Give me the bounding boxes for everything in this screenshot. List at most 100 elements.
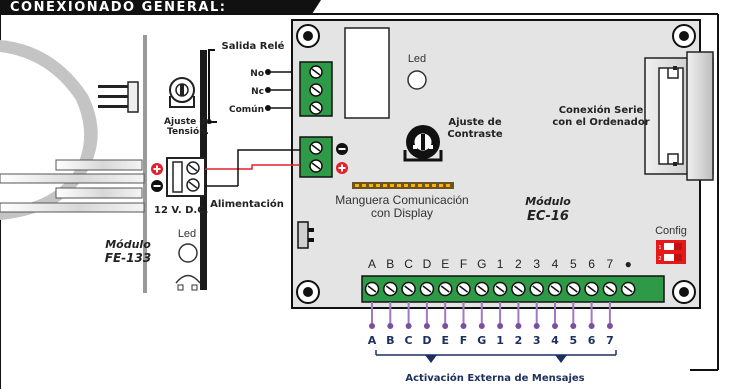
ribbon-label-1: Manguera Comunicación bbox=[335, 193, 468, 207]
terminal-screw-slot bbox=[459, 285, 468, 293]
terminal-label-9: 2 bbox=[515, 257, 522, 271]
terminal-screw-slot bbox=[568, 285, 578, 293]
terminal-label-3: C bbox=[404, 257, 413, 271]
power-label: Alimentación bbox=[210, 198, 284, 210]
ribbon-pin bbox=[376, 184, 380, 187]
ec16-title-1: Módulo bbox=[525, 195, 571, 208]
external-wire-end bbox=[533, 323, 540, 329]
message-terminal-block bbox=[361, 275, 665, 303]
terminal-label-11: 4 bbox=[552, 257, 559, 271]
terminal-screw-slot bbox=[605, 285, 615, 293]
external-wire-end bbox=[478, 323, 485, 329]
ribbon-pin bbox=[418, 184, 422, 187]
external-wire-end bbox=[442, 323, 449, 329]
config-switch[interactable]: 1 2 bbox=[656, 240, 686, 264]
external-wire-end bbox=[552, 323, 558, 329]
terminal-screw-slot bbox=[404, 285, 414, 293]
terminal-screw-slot bbox=[385, 285, 395, 293]
relay-terminal-block bbox=[299, 61, 333, 117]
external-wire-end bbox=[405, 323, 412, 329]
ribbon-pin bbox=[397, 184, 401, 187]
fe133-title-1: Módulo bbox=[105, 238, 151, 251]
activation-label: Activación Externa de Mensajes bbox=[405, 372, 584, 384]
external-label-C: C bbox=[405, 334, 413, 347]
relay-bracket: Salida Relé bbox=[208, 40, 285, 123]
ribbon-pin bbox=[390, 184, 394, 187]
external-label-F: F bbox=[460, 334, 468, 347]
terminal-label-13: 6 bbox=[588, 257, 595, 271]
external-label-5: 5 bbox=[569, 334, 577, 347]
terminal-label-12: 5 bbox=[570, 257, 577, 271]
board-power-terminal bbox=[299, 136, 333, 178]
ec16-board: Led bbox=[291, 19, 701, 309]
contrast-label-1: Ajuste de bbox=[448, 117, 501, 128]
ribbon-pin bbox=[439, 184, 443, 187]
external-wire-end bbox=[570, 323, 577, 329]
ribbon-pin bbox=[446, 184, 450, 187]
tension-label-1: Ajuste de bbox=[164, 117, 212, 127]
terminal-screw-slot bbox=[367, 285, 377, 293]
board-minus-icon bbox=[336, 143, 348, 155]
external-label-E: E bbox=[441, 334, 449, 347]
ribbon-label-2: con Display bbox=[371, 206, 433, 220]
mount-hole-icon bbox=[296, 24, 696, 304]
board-led-icon bbox=[407, 70, 427, 90]
external-wire-end bbox=[387, 323, 394, 329]
serial-label-2: con el Ordenador bbox=[552, 117, 649, 128]
terminal-screw-slot bbox=[440, 285, 450, 293]
terminal-label-4: D bbox=[423, 257, 432, 271]
terminal-label-15: ● bbox=[625, 257, 632, 271]
external-wire-end bbox=[515, 323, 522, 329]
relay-comun-label: Común bbox=[229, 105, 264, 115]
contrast-pot-icon bbox=[403, 125, 443, 162]
external-label-A: A bbox=[368, 334, 377, 347]
external-wire-end bbox=[460, 323, 467, 329]
external-label-2: 2 bbox=[515, 334, 523, 347]
tension-pot-icon bbox=[169, 77, 195, 108]
fe-plus-icon bbox=[151, 163, 163, 175]
serial-connector bbox=[644, 51, 714, 181]
terminal-label-2: B bbox=[386, 257, 394, 271]
terminal-label-5: E bbox=[441, 257, 449, 271]
tension-label-2: Tensión. bbox=[167, 126, 209, 137]
contrast-label-2: Contraste bbox=[447, 129, 503, 140]
external-wire-end bbox=[497, 323, 504, 329]
terminal-screw-slot bbox=[477, 285, 487, 293]
terminal-screw-slot bbox=[532, 285, 542, 293]
fe133-led-label: Led bbox=[178, 228, 196, 240]
external-label-7: 7 bbox=[606, 334, 614, 347]
ribbon-pin bbox=[411, 184, 415, 187]
config-label: Config bbox=[655, 225, 687, 237]
terminal-label-7: G bbox=[477, 257, 486, 271]
outer-frame bbox=[0, 13, 719, 389]
terminal-label-14: 7 bbox=[607, 257, 614, 271]
fe133-module: Ajuste de Tensión. 12 V. D.C. Módulo FE-… bbox=[0, 35, 212, 293]
terminal-label-6: F bbox=[460, 257, 467, 271]
relay-no-label: No bbox=[250, 69, 264, 79]
power-wiring: Alimentación bbox=[205, 149, 300, 210]
external-wire-end bbox=[369, 323, 375, 329]
terminal-screw-slot bbox=[587, 285, 597, 293]
external-label-4: 4 bbox=[551, 334, 559, 347]
external-label-6: 6 bbox=[588, 334, 596, 347]
ec16-title-2: EC-16 bbox=[527, 209, 569, 224]
board-led-label: Led bbox=[408, 53, 426, 65]
fe133-led-icon bbox=[178, 243, 198, 263]
terminal-screw-slot bbox=[513, 285, 523, 293]
external-wiring bbox=[369, 302, 613, 329]
ribbon-pin bbox=[355, 184, 359, 187]
ribbon-pin bbox=[432, 184, 436, 187]
external-wire-end bbox=[606, 323, 613, 329]
config-sw1-label: 1 bbox=[658, 245, 661, 251]
terminal-screw-slot bbox=[550, 285, 560, 293]
ribbon-pin bbox=[425, 184, 429, 187]
header-title: CONEXIONADO GENERAL: bbox=[10, 0, 226, 15]
terminal-screw-slot bbox=[422, 285, 432, 293]
terminal-screw-slot bbox=[623, 285, 633, 293]
external-label-D: D bbox=[422, 334, 431, 347]
relay-title: Salida Relé bbox=[222, 40, 285, 52]
external-label-3: 3 bbox=[533, 334, 541, 347]
